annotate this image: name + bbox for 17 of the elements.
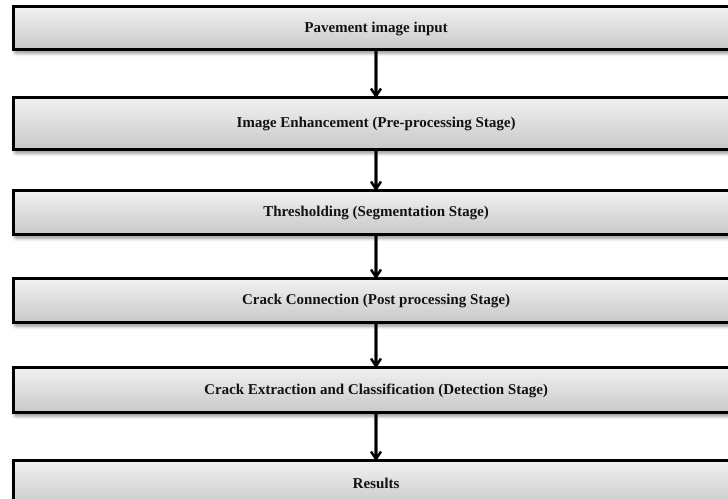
box-label: Image Enhancement (Pre-processing Stage): [236, 115, 516, 132]
arrow: [370, 236, 382, 278]
process-box: [12, 459, 728, 499]
process-box: [12, 5, 728, 51]
arrow: [370, 151, 382, 190]
box-label: Crack Extraction and Classification (Detection Stage): [204, 382, 548, 398]
process-box: [12, 189, 728, 236]
box-label: Crack Connection (Post processing Stage): [242, 292, 510, 309]
arrow: [370, 51, 382, 98]
process-box: [12, 366, 728, 414]
arrow: [370, 414, 382, 460]
process-box: [12, 277, 728, 324]
box-label: Pavement image input: [304, 20, 448, 36]
box-label: Results: [352, 476, 400, 492]
arrow: [370, 324, 382, 368]
box-label: Thresholding (Segmentation Stage): [263, 204, 489, 221]
process-box: [12, 96, 728, 151]
